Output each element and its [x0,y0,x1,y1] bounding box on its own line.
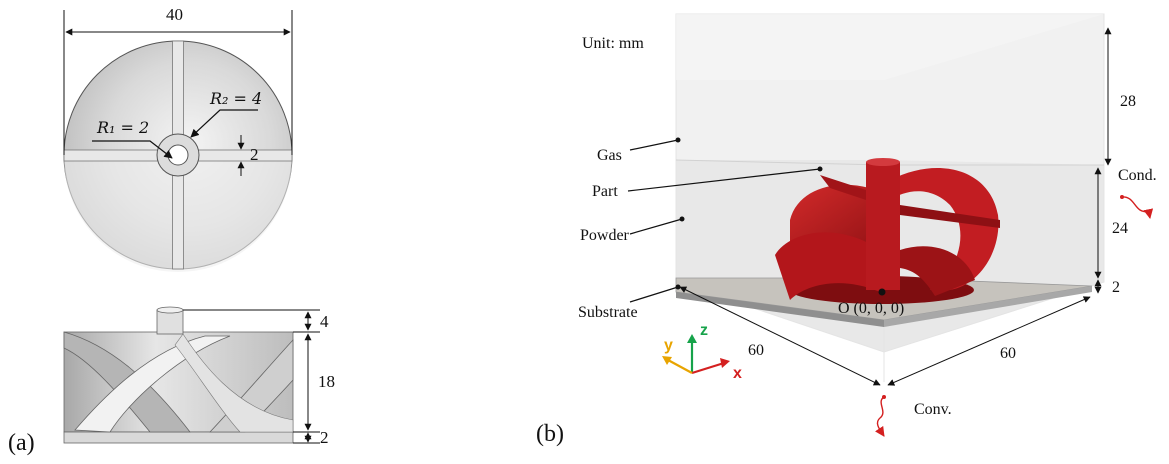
powder-label: Powder [580,227,630,244]
conv-arrow [875,396,885,437]
cond-label: Cond. [1118,167,1157,184]
powder-height-label: 24 [1112,220,1128,237]
gas-label: Gas [597,147,622,164]
blade-width-label: 2 [250,145,259,164]
axes-triad: z x y [662,322,742,382]
substrate-label: Substrate [578,304,638,321]
conv-label: Conv. [914,401,952,418]
simulation-domain: O (0, 0, 0) Unit: mm Gas Part Powder Sub… [578,13,1157,437]
diameter-label: 40 [166,5,183,24]
substrate-height-label: 2 [1112,279,1120,296]
axis-y-label: y [664,337,673,354]
unit-label: Unit: mm [582,35,644,52]
impeller-top-view: 40 R₁ = 2 R₂ = 4 2 [63,5,293,272]
panel-a-label: (a) [8,430,35,456]
cond-arrow [1121,196,1154,219]
hub-hole [167,144,189,166]
part-label: Part [592,183,618,200]
axis-z-label: z [700,322,708,339]
hub-height-label: 4 [320,312,329,331]
impeller-side-view: 4 18 2 [63,306,335,447]
part-impeller [775,158,1000,304]
width-left-label: 60 [748,342,764,359]
r2-label: R₂ = 4 [209,89,262,108]
gas-height-label: 28 [1120,93,1136,110]
r1-label: R₁ = 2 [96,118,149,137]
side-base [63,431,294,444]
width-right-label: 60 [1000,345,1016,362]
origin-label: O (0, 0, 0) [838,300,904,317]
panel-b-label: (b) [536,421,564,447]
axis-x-label: x [733,365,742,382]
blade-height-label: 18 [318,372,335,391]
side-hub [156,309,184,335]
base-height-label: 2 [320,428,329,447]
origin-dot [878,288,886,296]
